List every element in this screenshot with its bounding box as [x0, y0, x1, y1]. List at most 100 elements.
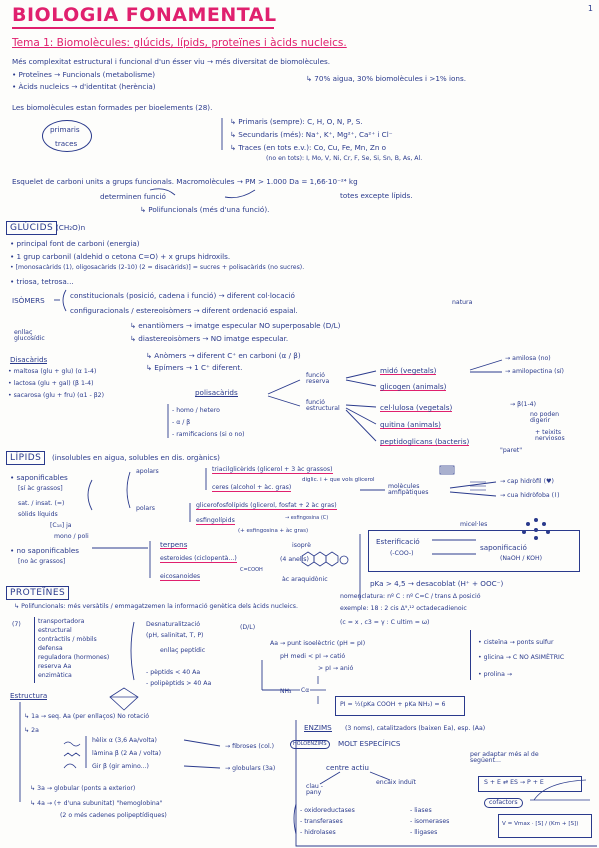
- bioelement-traces-extra: (no en tots): I, Mo, V, Ni, Cr, F, Se, S…: [266, 155, 423, 162]
- structure-heading: Estructura: [10, 691, 48, 701]
- isomers-anomers: ↳ Anòmers → diferent C⁺ en carboni (α / …: [146, 351, 301, 360]
- peptidoglycan-note: "paret": [500, 447, 523, 454]
- proline-note: • prolina →: [478, 671, 513, 678]
- skeleton-polyfunctional: ↳ Polifuncionals (més d'una funció).: [140, 205, 270, 214]
- cellulose-note: no poden digerir: [530, 411, 560, 425]
- hydrophobic-tail: → cua hidròfoba (⌇): [500, 492, 560, 499]
- denaturation-label: Desnaturalització: [146, 621, 201, 628]
- starch-amylose: → amilosa (no): [505, 355, 551, 362]
- cysteine-note: • cisteïna → ponts sulfur: [478, 639, 554, 646]
- esterification-group: (-COO-): [390, 550, 414, 557]
- glycine-note: • glicina → C NO ASIMÈTRIC: [478, 654, 565, 661]
- svg-text:Cα: Cα: [301, 687, 309, 694]
- structure-tertiary: ↳ 3a → globular (ponts a exterior): [30, 785, 136, 792]
- lipid-triacylglycerides: triacilglicèrids (glicerol + 3 àc grasso…: [212, 466, 333, 475]
- structure-quaternary: ↳ 4a → (+ d'una subunitat) "hemoglobina": [30, 800, 163, 807]
- pka-note: pKa > 4,5 → desacoblat (H⁺ + OOC⁻): [370, 579, 504, 588]
- section-proteins: PROTEÏNES: [6, 586, 70, 600]
- bioelement-secundaris: ↳ Secundaris (més): Na⁺, K⁺, Mg²⁺, Ca²⁺ …: [230, 130, 393, 139]
- lock-key-model: clau - pany: [306, 783, 324, 797]
- page-number: 1: [587, 4, 593, 13]
- bioelement-primaris: ↳ Primaris (sempre): C, H, O, N, P, S.: [230, 117, 363, 126]
- non-saponifiable-note: [no àc grassos]: [18, 558, 66, 565]
- structural-cellulose: cel·lulosa (vegetals): [380, 403, 453, 413]
- very-specific: MOLT ESPECÍFICS: [338, 739, 401, 748]
- sphingolipid-composition: (+ esfingosina + àc gras): [238, 528, 309, 534]
- intro-line-1: Més complexitat estructural i funcional …: [12, 57, 331, 66]
- skeleton-line: Esquelet de carboni units a grups funcio…: [12, 177, 358, 186]
- denaturation-causes: (pH, salinitat, T, P): [146, 632, 204, 639]
- enllac-glucosidic-note: enllaç glucosídic: [14, 329, 45, 343]
- reserve-function: funció reserva: [306, 372, 330, 386]
- structure-secondary: ↳ 2a: [24, 727, 39, 734]
- section-glucids: GLÚCIDS: [6, 221, 58, 235]
- structural-chitin: quitina (animals): [380, 420, 441, 430]
- lipid-steroids: esteroides (ciclopentà...): [160, 555, 237, 564]
- page-subtitle: Tema 1: Biomolècules: glúcids, lípids, p…: [12, 37, 347, 49]
- cooh-note: C=COOH: [240, 567, 263, 573]
- sphingosine-note: → esfingosina (C): [285, 515, 329, 521]
- aa-anion: > pI → anió: [318, 665, 354, 672]
- pi-formula-box: [335, 696, 465, 716]
- intro-line-2: • Proteïnes → Funcionals (metabolisme): [12, 70, 156, 79]
- bioelement-ellipse: [42, 120, 92, 152]
- micelles-label: micel·les: [460, 521, 488, 528]
- section-lipids: LÍPIDS: [6, 451, 46, 465]
- title-underline: [12, 27, 274, 29]
- cellulose-bond: → β(1-4): [510, 401, 537, 408]
- intro-line-3: • Àcids nucleics → d'identitat (herència…: [12, 82, 156, 91]
- saponification-label: saponificació: [480, 543, 527, 552]
- state-note: sòlids líquids: [18, 511, 58, 518]
- lipids-description: (insolubles en aigua, solubles en dis. o…: [52, 453, 220, 462]
- function-count: (7): [12, 621, 21, 628]
- lipid-glycerophospholipids: glicerofosfolípids (glicerol, fosfat + 2…: [196, 502, 337, 511]
- disaccharide-maltosa: • maltosa (glu + glu) (α 1-4): [8, 368, 97, 375]
- isomers-enantiomers: ↳ enantiòmers → imatge especular NO supe…: [130, 321, 341, 330]
- active-site: centre actiu: [326, 763, 369, 772]
- cofactors-label: cofactors: [484, 798, 523, 809]
- saturation-note: sat. / insat. (=): [18, 500, 65, 507]
- structure-primary: ↳ 1a → seq. Aa (per enllaços) No rotació: [24, 713, 149, 720]
- function-contractile: contràctils / mòbils: [38, 636, 97, 643]
- enzyme-class-ligases: - lligases: [410, 829, 438, 836]
- function-defense: defensa: [38, 645, 63, 652]
- reaction-box: [478, 776, 582, 792]
- polysaccharide-homo-hetero: - homo / hetero: [172, 407, 220, 414]
- intro-line-4: Les biomolècules estan formades per bioe…: [12, 103, 213, 112]
- disaccharide-lactosa: • lactosa (glu + gal) (β 1-4): [8, 380, 94, 387]
- secondary-beta-sheet: làmina β (2 Aa / volta): [92, 750, 162, 757]
- saponification-reagents: (NaOH / KOH): [500, 555, 543, 562]
- aa-isoelectric: Aa → punt isoelèctric (pH = pI): [270, 640, 366, 647]
- glucids-bullet-4: • triosa, tetrosa...: [10, 277, 74, 286]
- lipids-polar: polars: [136, 505, 155, 512]
- svg-text:NH₃: NH₃: [280, 688, 292, 695]
- function-structural: estructural: [38, 627, 72, 634]
- isomers-label: ISÒMERS: [12, 296, 45, 305]
- bioelement-traces: ↳ Traces (en tots e.v.): Co, Cu, Fe, Mn,…: [230, 143, 387, 152]
- amphipathic-molecules: molècules amfipàtiques: [388, 483, 429, 497]
- lipids-apolar: apolars: [136, 468, 159, 475]
- natura-note: natura: [452, 299, 473, 306]
- induced-fit-model: encaix induït: [376, 779, 416, 786]
- peptide-bond: enllaç peptídic: [160, 647, 206, 654]
- glucids-formula: (CH₂O)n: [56, 223, 86, 232]
- carbon-note: [C₁₈] ja: [50, 522, 72, 529]
- starch-amylopectin: → amilopectina (sí): [505, 368, 564, 375]
- reserve-glycogen: glicogen (animals): [380, 382, 447, 392]
- structural-peptidoglycans: peptidoglicans (bacteris): [380, 437, 470, 447]
- steroid-rings-note: (4 anells): [280, 556, 309, 563]
- function-regulatory: reguladora (hormones): [38, 654, 110, 661]
- lipid-terpenes: terpens: [160, 540, 188, 550]
- enzyme-class-transferases: - transferases: [300, 818, 343, 825]
- polypeptides-count: - polipèptids > 40 Aa: [146, 680, 212, 687]
- aa-special-bracket: [470, 630, 593, 680]
- peptides-count: - pèptids < 40 Aa: [146, 669, 201, 676]
- enzyme-class-isomerases: - isomerases: [410, 818, 450, 825]
- reserve-starch: midó (vegetals): [380, 366, 437, 376]
- isoprene-note: isoprè: [292, 542, 311, 549]
- esterification-box: [368, 530, 580, 572]
- nomenclature-omega: (c = x , c3 = γ : C ultim = ω): [340, 619, 430, 626]
- function-transport: transportadora: [38, 618, 85, 625]
- functions-bracket: [34, 617, 115, 683]
